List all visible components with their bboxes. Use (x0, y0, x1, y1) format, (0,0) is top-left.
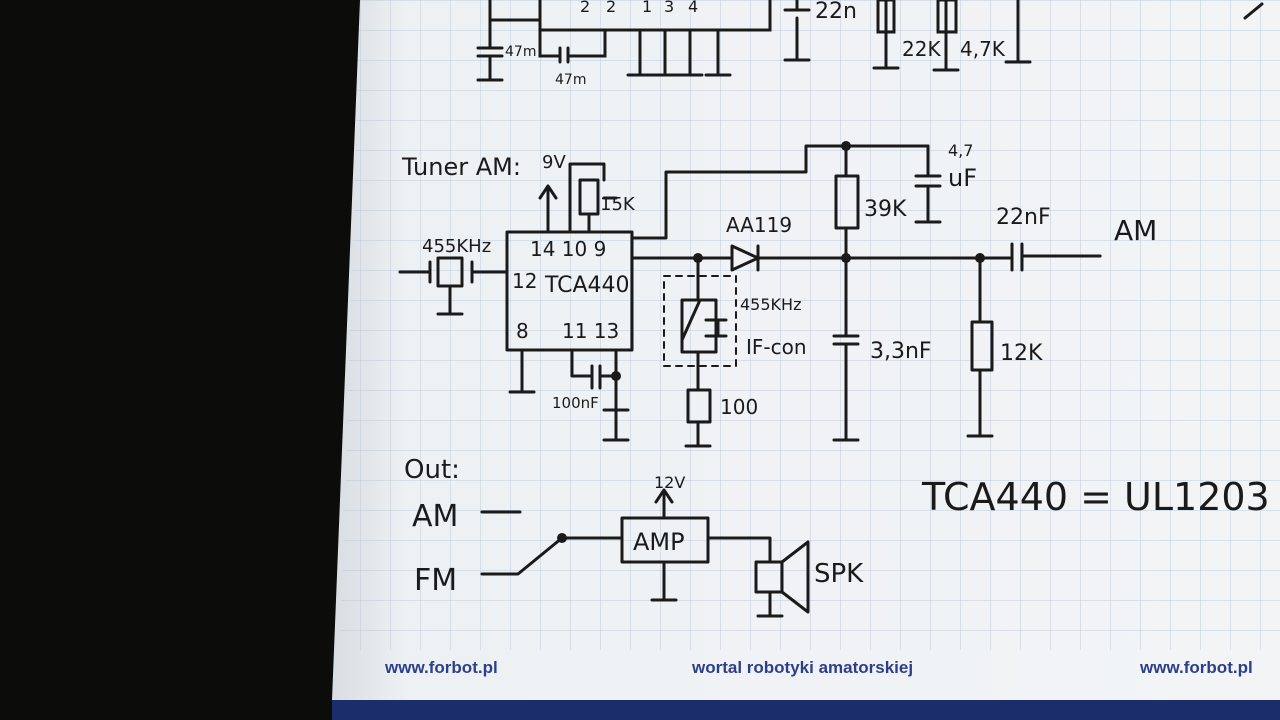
bottom-band (332, 700, 1280, 720)
out-label: Out: (404, 455, 460, 485)
ic-pin-left: 12 (512, 269, 537, 293)
r100-label: 100 (720, 395, 758, 419)
crystal-freq-label: 455KHz (422, 236, 491, 257)
footer-right-link[interactable]: www.forbot.pl (1139, 658, 1253, 677)
footer-center-text: wortal robotyki amatorskiej (691, 658, 913, 677)
cap-3n3-label: 3,3nF (870, 339, 932, 364)
top-cap-label: 47m (505, 44, 536, 60)
top-r22k-label: 22K (902, 37, 941, 61)
diode-label: AA119 (726, 213, 792, 237)
top-r47k-label: 4,7K (960, 37, 1006, 61)
top-cap-label: 47m (555, 72, 586, 88)
fm-input-label: FM (414, 563, 457, 598)
am-output-label: AM (1114, 214, 1157, 247)
top-cap-22n-label: 22n (815, 0, 857, 24)
ic-name: TCA440 (544, 273, 630, 298)
ic-bottom-right-pins: 11 13 (562, 319, 619, 343)
top-pin-label: 2 (606, 0, 616, 16)
speaker-label: SPK (814, 559, 864, 589)
chip-equivalence-note: TCA440 = UL1203 = A24 (921, 475, 1280, 519)
ic-bottom-left-pins: 8 (516, 319, 529, 343)
cap-100nf-label: 100nF (552, 394, 599, 412)
footer-left-link[interactable]: www.forbot.pl (384, 658, 498, 677)
ic-top-pins: 14 10 9 (530, 237, 606, 261)
top-pin-label: 2 (580, 0, 590, 16)
top-pin-label: 4 (688, 0, 698, 16)
supply-voltage-label: 9V (542, 152, 566, 173)
if-freq-label: 455KHz (740, 295, 801, 314)
r12k-label: 12K (1000, 341, 1043, 366)
cap-47uf-unit: uF (948, 164, 977, 192)
tuner-title: Tuner AM: (401, 153, 521, 181)
cap-22nf-label: 22nF (996, 205, 1051, 230)
junction-dots (557, 141, 985, 543)
cap-47uf-value: 4,7 (948, 141, 973, 160)
top-partial-circuit (476, 0, 1264, 82)
am-input-label: AM (412, 499, 458, 534)
r15k-label: 15K (600, 194, 636, 215)
output-wiring (480, 488, 810, 618)
r39k-label: 39K (864, 197, 907, 222)
amp-supply-label: 12V (654, 473, 685, 492)
amp-label: AMP (633, 528, 685, 556)
paper-grid (340, 0, 1280, 650)
top-pin-label: 1 (642, 0, 652, 16)
top-pin-label: 3 (664, 0, 674, 16)
if-label: IF-con (746, 335, 807, 359)
